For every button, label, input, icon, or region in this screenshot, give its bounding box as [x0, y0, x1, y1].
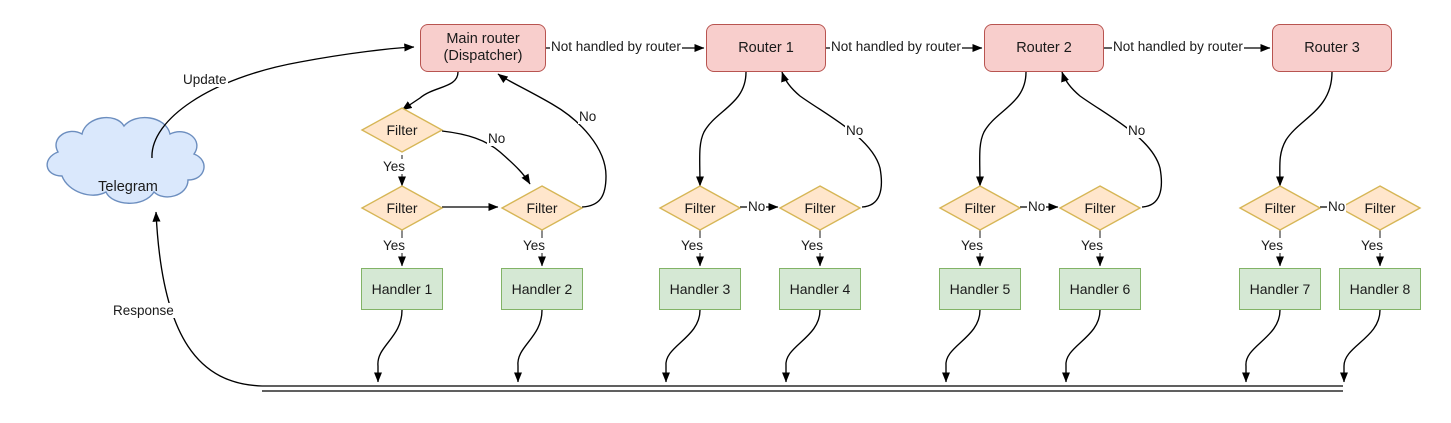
filter-8-label[interactable]: Filter	[1264, 200, 1296, 216]
filter-5-label[interactable]: Filter	[804, 200, 836, 216]
router-main[interactable]: Main router (Dispatcher)	[420, 24, 546, 72]
edge-label-no-a2: No	[578, 109, 598, 124]
filter-9-label[interactable]: Filter	[1364, 200, 1396, 216]
edge-label-yes-1: Yes	[382, 159, 407, 174]
edge-label-yes-2: Yes	[382, 238, 407, 253]
filter-shape-4	[658, 185, 742, 231]
filter-shape-7	[1058, 185, 1142, 231]
router-2[interactable]: Router 2	[984, 24, 1104, 72]
edge-label-not-handled-1: Not handled by router	[550, 39, 682, 54]
edge-h3-to-bus	[661, 309, 701, 383]
router-1[interactable]: Router 1	[706, 24, 826, 72]
edge-label-yes-7: Yes	[1080, 238, 1105, 253]
edge-label-yes-5: Yes	[800, 238, 825, 253]
router-3[interactable]: Router 3	[1272, 24, 1392, 72]
edge-label-no-d1: No	[1327, 199, 1347, 214]
filter-1-label[interactable]: Filter	[386, 200, 418, 216]
edge-label-yes-9: Yes	[1360, 238, 1385, 253]
filter-shape-5	[778, 185, 862, 231]
edge-f1-no-to-f2	[441, 130, 531, 185]
filter-4-label[interactable]: Filter	[684, 200, 716, 216]
router-main-line2: (Dispatcher)	[443, 48, 523, 64]
edge-h4-to-bus	[781, 309, 821, 383]
edge-h1-to-bus	[373, 309, 403, 383]
filter-shape-6	[938, 185, 1022, 231]
telegram-cloud-label: Telegram	[98, 179, 158, 195]
filter-6-label[interactable]: Filter	[964, 200, 996, 216]
edge-f2-no-to-mainrouter	[497, 73, 607, 208]
edge-router3-to-f8	[1275, 71, 1333, 187]
edge-label-no-b1: No	[747, 199, 767, 214]
edge-label-update: Update	[182, 72, 228, 87]
edge-label-no-c1: No	[1027, 199, 1047, 214]
edge-label-not-handled-2: Not handled by router	[830, 39, 962, 54]
edge-update	[151, 43, 415, 159]
filter-2-label[interactable]: Filter	[526, 200, 558, 216]
filter-shapes	[360, 107, 1422, 231]
handler-3[interactable]: Handler 3	[659, 268, 741, 310]
edge-label-response: Response	[112, 303, 175, 318]
handler-7[interactable]: Handler 7	[1239, 268, 1321, 310]
handler-5[interactable]: Handler 5	[939, 268, 1021, 310]
edge-h8-to-bus	[1339, 309, 1381, 383]
edge-h7-to-bus	[1241, 309, 1281, 383]
filter-7-label[interactable]: Filter	[1084, 200, 1116, 216]
edge-router1-to-f4	[695, 71, 747, 187]
edge-f7-no-to-router2	[1061, 71, 1163, 208]
filter-shape-8	[1238, 185, 1322, 231]
response-bus	[262, 385, 1343, 392]
edge-h2-to-bus	[513, 309, 543, 383]
telegram-cloud-shape	[46, 116, 205, 204]
handler-1[interactable]: Handler 1	[361, 268, 443, 310]
edge-mainrouter-to-f1	[401, 71, 459, 111]
handler-8[interactable]: Handler 8	[1339, 268, 1421, 310]
edge-h6-to-bus	[1061, 309, 1101, 383]
edge-label-not-handled-3: Not handled by router	[1112, 39, 1244, 54]
handler-4[interactable]: Handler 4	[779, 268, 861, 310]
edge-label-yes-6: Yes	[960, 238, 985, 253]
handler-2[interactable]: Handler 2	[501, 268, 583, 310]
edge-f5-no-to-router1	[781, 71, 883, 208]
filter-shape-1	[360, 185, 444, 231]
filter-3-label[interactable]: Filter	[386, 122, 418, 138]
filter-shape-2	[500, 185, 584, 231]
router-main-line1: Main router	[446, 31, 520, 47]
filter-shape-3	[360, 107, 444, 153]
edge-label-no-b2: No	[845, 123, 865, 138]
edge-h5-to-bus	[941, 309, 981, 383]
edge-label-yes-8: Yes	[1260, 238, 1285, 253]
edge-router2-to-f6	[975, 71, 1027, 187]
edge-label-yes-4: Yes	[680, 238, 705, 253]
handler-6[interactable]: Handler 6	[1059, 268, 1141, 310]
edge-label-no-c2: No	[1127, 123, 1147, 138]
edge-label-yes-3: Yes	[522, 238, 547, 253]
edge-label-no-a1: No	[487, 131, 507, 146]
filter-shape-9	[1338, 185, 1422, 231]
edge-response	[152, 211, 263, 387]
